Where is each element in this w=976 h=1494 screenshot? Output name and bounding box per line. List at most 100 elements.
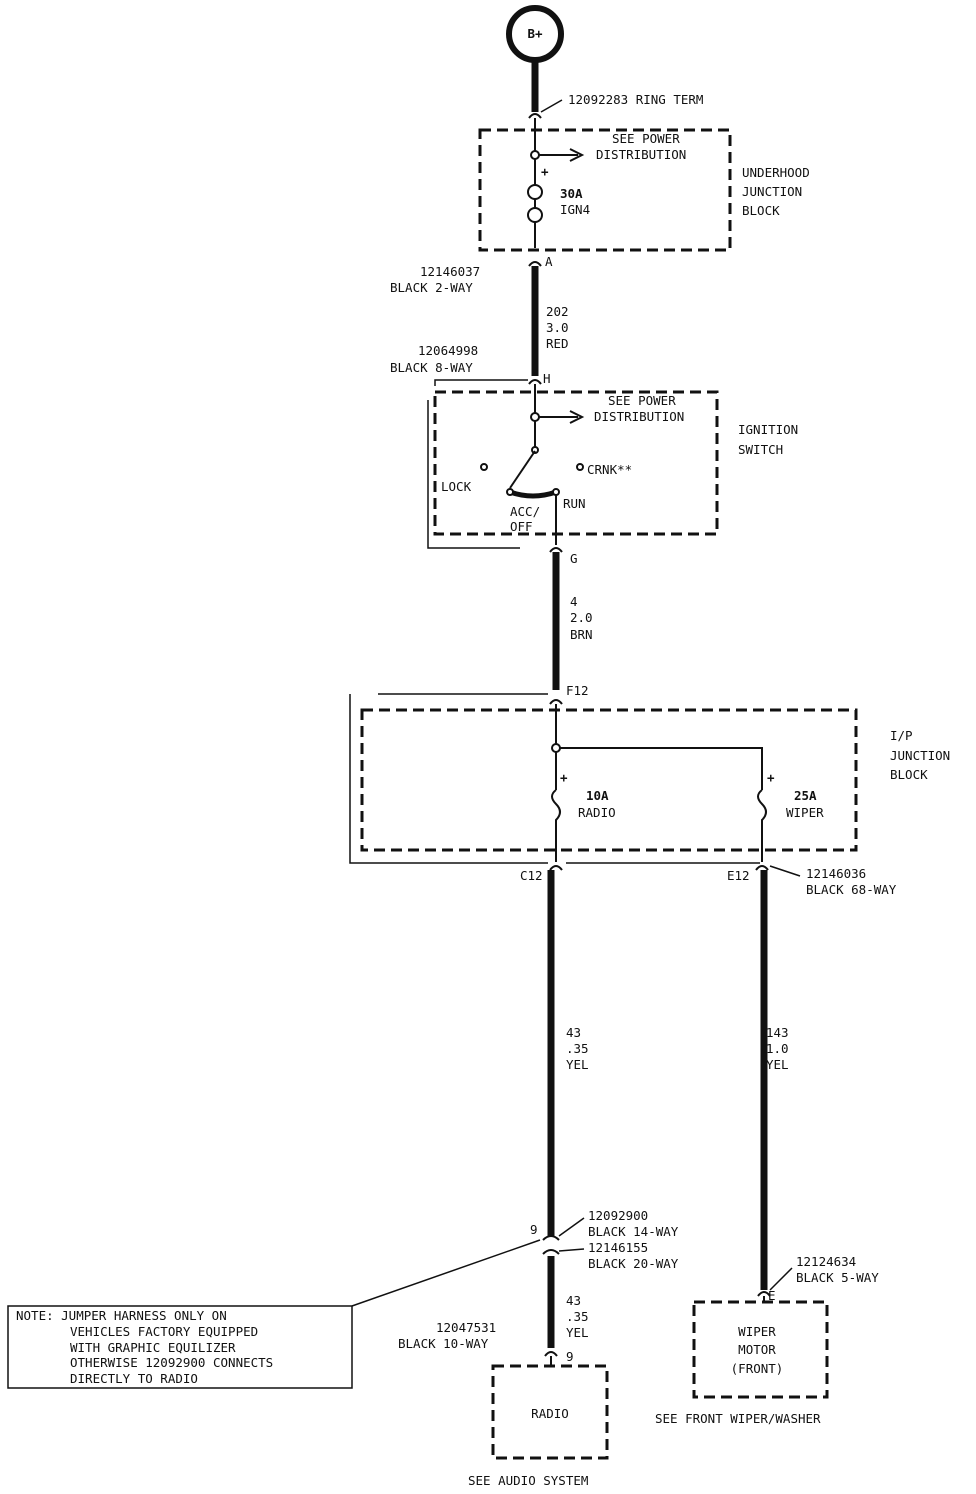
wire-4-circuit: 4 xyxy=(570,594,578,609)
ignition-lock-label: LOCK xyxy=(441,479,472,494)
note-line2: VEHICLES FACTORY EQUIPPED xyxy=(70,1324,258,1339)
ip-connector-desc: BLACK 68-WAY xyxy=(806,882,897,897)
radio-box xyxy=(491,1364,609,1460)
underhood-see-power-2: DISTRIBUTION xyxy=(596,147,686,162)
wiper-conn-part: 12124634 xyxy=(796,1254,856,1269)
ignition-crank-label: CRNK** xyxy=(587,462,632,477)
wiper-conn-pin: E xyxy=(768,1288,776,1303)
underhood-fuse-30a-upper xyxy=(527,184,543,200)
wire-43-size: .35 xyxy=(566,1041,589,1056)
ring-term-leader xyxy=(540,99,563,113)
wire-43b-circuit: 43 xyxy=(566,1293,581,1308)
wire-43b-color: YEL xyxy=(566,1325,589,1340)
wire-202-size: 3.0 xyxy=(546,320,569,335)
connector-h-pin: H xyxy=(543,371,551,386)
connector-h-desc: BLACK 8-WAY xyxy=(390,360,473,375)
underhood-fuse-30a-lower xyxy=(527,207,543,223)
underhood-see-power-1: SEE POWER xyxy=(612,131,680,146)
wiper-motor-line1: WIPER xyxy=(738,1324,776,1339)
connector-g-mark xyxy=(549,547,563,553)
radio-conn-part: 12047531 xyxy=(436,1320,496,1335)
ip-junction-block-box xyxy=(360,708,858,852)
ip-fuse-25a-symbol xyxy=(757,789,767,862)
ip-fuse2-name: WIPER xyxy=(786,805,824,820)
jumper-pin: 9 xyxy=(530,1222,538,1237)
jumper-part-1: 12092900 xyxy=(588,1208,648,1223)
wiper-motor-line3: (FRONT) xyxy=(731,1361,784,1376)
wiper-conn-leader xyxy=(769,1267,793,1291)
jumper-leader-2 xyxy=(558,1248,585,1252)
ip-wiper-branch xyxy=(560,747,763,790)
ignition-acc-label-1: ACC/ xyxy=(510,504,540,519)
connector-c12-mark xyxy=(549,865,563,871)
note-box xyxy=(7,1305,353,1389)
ignition-contact-arc xyxy=(509,489,557,499)
ip-connector-leader xyxy=(769,865,801,877)
wire-43b-size: .35 xyxy=(566,1309,589,1324)
wiper-conn-desc: BLACK 5-WAY xyxy=(796,1270,879,1285)
wire-143-size: 1.0 xyxy=(766,1041,789,1056)
connector-g-pin: G xyxy=(570,551,578,566)
underhood-arrow-head xyxy=(569,148,585,162)
radio-see: SEE AUDIO SYSTEM xyxy=(468,1473,588,1488)
ignition-run-label: RUN xyxy=(563,496,586,511)
jumper-connector-mark-1 xyxy=(542,1235,560,1241)
wire-4-color: BRN xyxy=(570,627,593,642)
wiper-motor-see: SEE FRONT WIPER/WASHER xyxy=(655,1411,821,1426)
connector-a-desc: BLACK 2-WAY xyxy=(390,280,473,295)
ip-fuse1-plus: + xyxy=(560,770,568,785)
ip-fuse2-amps: 25A xyxy=(794,788,817,803)
ring-term-connector-mark xyxy=(528,113,542,119)
underhood-fuse-plus: + xyxy=(541,164,549,179)
underhood-fuse-name: IGN4 xyxy=(560,202,590,217)
radio-label: RADIO xyxy=(531,1406,569,1421)
note-line5: DIRECTLY TO RADIO xyxy=(70,1371,198,1386)
wire-43-circuit: 43 xyxy=(566,1025,581,1040)
ignition-name-2: SWITCH xyxy=(738,442,783,457)
ring-term-label: 12092283 RING TERM xyxy=(568,92,703,107)
ignition-lock-contact xyxy=(480,463,488,471)
radio-conn-desc: BLACK 10-WAY xyxy=(398,1336,489,1351)
radio-conn-pin: 9 xyxy=(566,1349,574,1364)
ip-connector-part: 12146036 xyxy=(806,866,866,881)
wire-143-color: YEL xyxy=(766,1057,789,1072)
wire-43-color: YEL xyxy=(566,1057,589,1072)
jumper-desc-2: BLACK 20-WAY xyxy=(588,1256,679,1271)
connector-h-part: 12064998 xyxy=(418,343,478,358)
note-leader xyxy=(351,1239,541,1307)
ip-pin-c12: C12 xyxy=(520,868,543,883)
jumper-part-2: 12146155 xyxy=(588,1240,648,1255)
ip-fuse1-amps: 10A xyxy=(586,788,609,803)
ignition-run-contact xyxy=(552,488,560,496)
connector-a-pin: A xyxy=(545,254,553,269)
connector-e12-mark xyxy=(755,865,769,871)
connector-h-mark xyxy=(528,379,542,385)
ip-name-1: I/P xyxy=(890,728,913,743)
underhood-name-1: UNDERHOOD xyxy=(742,165,810,180)
ip-fuse1-name: RADIO xyxy=(578,805,616,820)
ignition-switch-box xyxy=(433,390,719,536)
jumper-connector-mark-2 xyxy=(542,1249,560,1255)
ignition-splice-node xyxy=(530,412,540,422)
ignition-crank-contact xyxy=(576,463,584,471)
underhood-name-2: JUNCTION xyxy=(742,184,802,199)
ignition-outer-frame xyxy=(427,379,528,549)
ignition-acc-contact xyxy=(506,488,514,496)
connector-a-mark xyxy=(528,261,542,267)
wire-4-size: 2.0 xyxy=(570,610,593,625)
connector-a-part: 12146037 xyxy=(420,264,480,279)
note-line3: WITH GRAPHIC EQUILIZER xyxy=(70,1340,236,1355)
jumper-leader-1 xyxy=(558,1217,585,1237)
wiper-connector-mark xyxy=(757,1291,771,1297)
ip-entry-mark xyxy=(549,699,563,705)
ip-outer-frame xyxy=(349,693,760,864)
wiper-motor-box xyxy=(692,1300,829,1399)
ip-splice-node xyxy=(551,743,561,753)
underhood-junction-block-box xyxy=(478,128,732,252)
wiper-motor-line2: MOTOR xyxy=(738,1342,776,1357)
underhood-splice-node xyxy=(530,150,540,160)
wire-143-circuit: 143 xyxy=(766,1025,789,1040)
ignition-see-power-1: SEE POWER xyxy=(608,393,676,408)
underhood-name-3: BLOCK xyxy=(742,203,780,218)
